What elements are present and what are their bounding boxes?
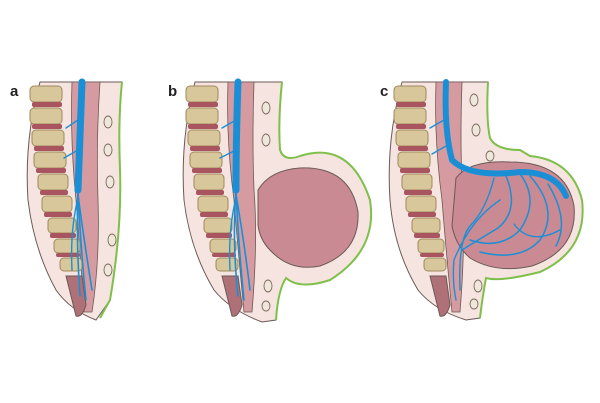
tissue-cell-icon: [261, 101, 271, 115]
panel-c: c: [380, 79, 584, 321]
vertebra-icon: [395, 129, 429, 147]
vertebra-icon: [187, 129, 221, 147]
tissue-cell-icon: [469, 298, 479, 310]
tissue-cell-icon: [103, 143, 113, 157]
vertebra-icon: [411, 217, 441, 234]
tissue-cell-icon: [469, 93, 479, 107]
panel-c-nerves: [429, 79, 569, 301]
panel-c-myelomeningocele-sac: [451, 161, 575, 270]
panel-label-c: c: [380, 83, 388, 100]
panel-c-discs: [396, 102, 444, 257]
vertebra-icon: [401, 173, 433, 191]
panel-b-nerves: [219, 78, 251, 301]
panel-c-skin-line: [479, 81, 584, 319]
panel-label-b: b: [168, 83, 177, 100]
tissue-cell-icon: [485, 150, 495, 162]
panel-b-discs: [188, 102, 236, 257]
vertebra-icon: [47, 217, 77, 234]
vertebra-icon: [193, 173, 225, 191]
panel-a-discs: [32, 102, 80, 257]
tissue-cell-icon: [261, 133, 271, 147]
vertebra-icon: [203, 217, 233, 234]
panel-a: a: [10, 78, 123, 321]
vertebra-icon: [405, 195, 437, 213]
panel-b-tissue-cells: [261, 101, 273, 312]
vertebra-icon: [423, 257, 447, 272]
panel-a-vertebral-column: [29, 85, 87, 317]
vertebra-icon: [29, 107, 63, 125]
vertebra-icon: [189, 151, 223, 169]
vertebra-icon: [185, 107, 219, 125]
vertebra-icon: [393, 85, 427, 103]
panel-c-tissue-cells: [469, 93, 495, 310]
vertebra-icon: [29, 85, 63, 103]
vertebra-icon: [209, 238, 237, 254]
panel-b: b: [168, 78, 373, 323]
panel-label-a: a: [10, 83, 19, 100]
tissue-cell-icon: [473, 279, 483, 293]
sacrum-tailbone: [429, 275, 451, 317]
vertebra-icon: [197, 195, 229, 213]
panel-b-skin-line: [275, 81, 373, 321]
vertebra-icon: [417, 238, 445, 254]
vertebra-icon: [41, 195, 73, 213]
tissue-cell-icon: [261, 300, 271, 312]
vertebra-icon: [397, 151, 431, 169]
tissue-cell-icon: [105, 175, 115, 189]
panel-a-tissue-cells: [103, 115, 117, 277]
tissue-cell-icon: [107, 233, 117, 247]
vertebra-icon: [37, 173, 69, 191]
tissue-cell-icon: [471, 123, 481, 137]
vertebra-icon: [53, 238, 81, 254]
tissue-cell-icon: [263, 279, 273, 293]
vertebra-icon: [31, 129, 65, 147]
sacrum-tailbone: [65, 275, 87, 317]
panel-b-meningeal-sac: [257, 167, 359, 268]
vertebra-icon: [215, 257, 239, 272]
vertebra-icon: [33, 151, 67, 169]
panel-a-nerves: [63, 78, 93, 301]
tissue-cell-icon: [103, 263, 113, 277]
panel-a-skin-line: [99, 81, 123, 319]
vertebra-icon: [185, 85, 219, 103]
tissue-cell-icon: [103, 115, 113, 129]
vertebra-icon: [393, 107, 427, 125]
